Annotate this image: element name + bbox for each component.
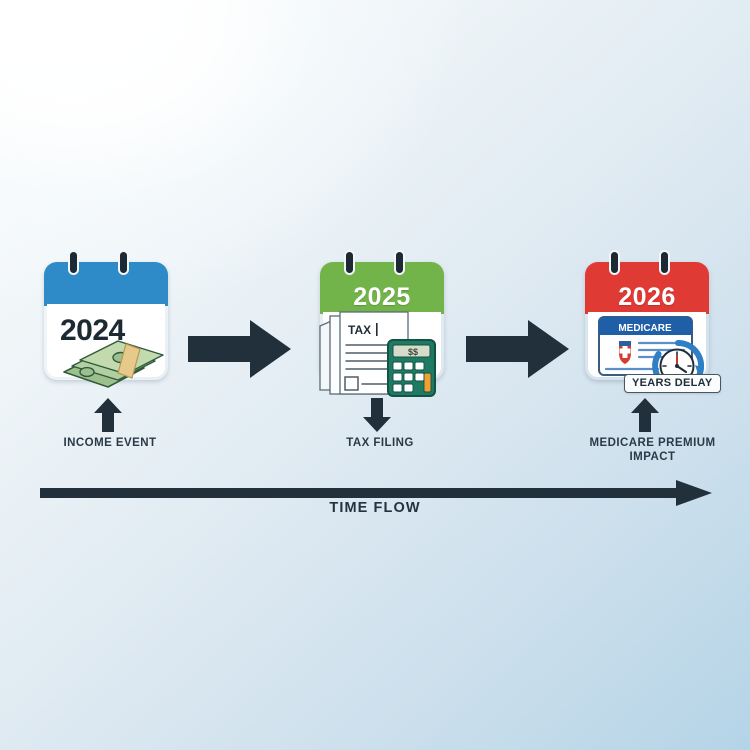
- connector-arrow-1: [188, 320, 291, 378]
- caption-tax-filing: TAX FILING: [346, 437, 414, 449]
- svg-text:$$: $$: [408, 347, 418, 357]
- calendar-ring-right: [394, 250, 405, 275]
- cash-stack-icon: [63, 340, 164, 388]
- connector-arrow-2: [466, 320, 569, 378]
- up-arrow-medicare-impact: [631, 398, 659, 432]
- calendar-header: [44, 262, 168, 306]
- down-arrow-tax-filing: [363, 398, 391, 432]
- year-label-2025: 2025: [353, 283, 411, 311]
- up-arrow-income-event: [94, 398, 122, 432]
- calendar-rings: [585, 250, 709, 275]
- calendar-ring-left: [609, 250, 620, 275]
- year-label-2024: 2024: [60, 314, 125, 347]
- calendar-ring-left: [344, 250, 355, 275]
- year-label-2026: 2026: [618, 283, 676, 311]
- calendar-ring-right: [118, 250, 129, 275]
- calendar-ring-left: [68, 250, 79, 275]
- calendar-header: 2025: [320, 262, 444, 314]
- time-flow-arrow: [40, 480, 712, 506]
- caption-income-event: INCOME EVENT: [63, 437, 157, 449]
- time-flow-label: TIME FLOW: [329, 500, 421, 516]
- years-delay-badge: YEARS DELAY: [624, 374, 721, 393]
- calendar-rings: [320, 250, 444, 275]
- medicare-card-label: MEDICARE: [618, 323, 672, 334]
- calendar-rings: [44, 250, 168, 275]
- caption-medicare-impact: MEDICARE PREMIUM IMPACT: [589, 437, 716, 464]
- tax-document-label: TAX: [348, 323, 371, 337]
- calendar-ring-right: [659, 250, 670, 275]
- tax-documents-calculator-icon: TAX $$: [319, 311, 436, 397]
- calendar-header: 2026: [585, 262, 709, 314]
- medicare-shield-emblem: [619, 341, 631, 364]
